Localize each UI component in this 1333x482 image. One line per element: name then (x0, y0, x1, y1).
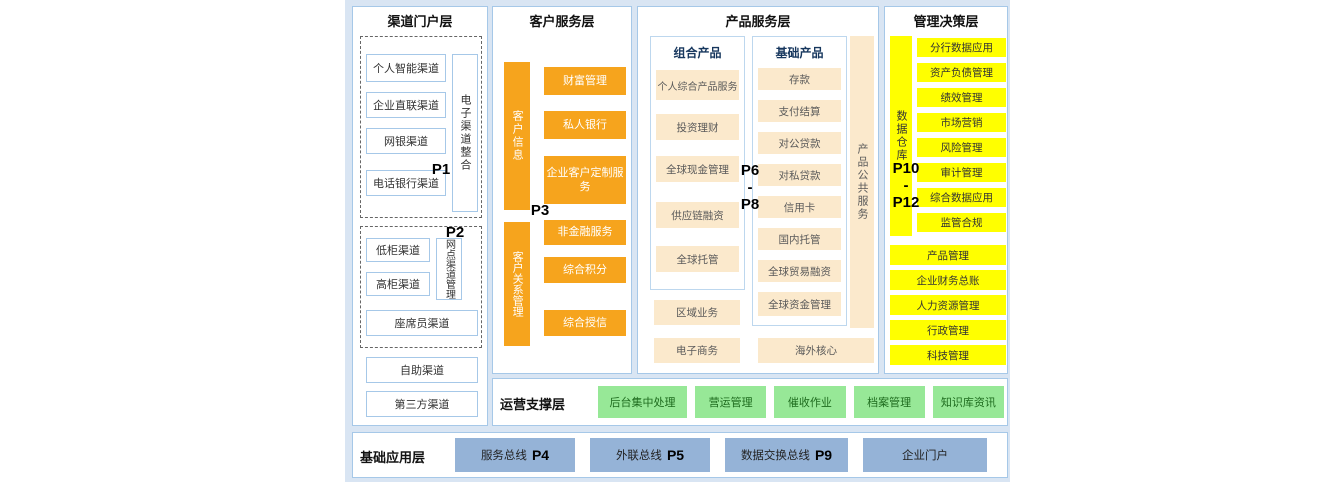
wealth-management-box: 财富管理 (544, 67, 626, 95)
technology-management-box: 科技管理 (890, 345, 1006, 365)
enterprise-portal-box: 企业门户 (863, 438, 987, 472)
external-bus-box: 外联总线 P5 (590, 438, 710, 472)
e-channel-group (360, 36, 482, 218)
management-decision-layer-title: 管理决策层 (913, 14, 979, 29)
p8-label: P8 (740, 196, 760, 213)
non-financial-service-box: 非金融服务 (544, 220, 626, 245)
p9-label: P9 (814, 447, 833, 463)
deposit-box: 存款 (758, 68, 841, 90)
branch-channel-management-box: 网点渠道管理 (436, 238, 462, 300)
supply-chain-finance-box: 供应链融资 (656, 202, 739, 228)
hr-management-box: 人力资源管理 (890, 295, 1006, 315)
branch-data-application-box: 分行数据应用 (917, 38, 1006, 57)
p10-label: P10 (892, 160, 920, 177)
personal-integrated-product-service-box: 个人综合产品服务 (656, 70, 739, 100)
product-common-service-bar: 产品公共服务 (850, 36, 874, 328)
customer-service-layer-title: 客户服务层 (529, 14, 595, 29)
risk-management-box: 风险管理 (917, 138, 1006, 157)
global-custody-box: 全球托管 (656, 246, 739, 272)
corporate-custom-service-box: 企业客户定制服务 (544, 156, 626, 204)
credit-card-box: 信用卡 (758, 196, 841, 218)
e-commerce-box: 电子商务 (654, 338, 740, 363)
branch-channel-group (360, 226, 482, 348)
personal-loan-box: 对私贷款 (758, 164, 841, 186)
telephone-banking-channel-box: 电话银行渠道 (366, 170, 446, 196)
low-counter-channel-box: 低柜渠道 (366, 238, 430, 262)
integrated-points-box: 综合积分 (544, 257, 626, 283)
basic-products-title: 基础产品 (775, 46, 824, 60)
data-exchange-bus-label: 数据交换总线 (740, 450, 810, 462)
knowledge-base-box: 知识库资讯 (932, 386, 1004, 418)
integrated-credit-box: 综合授信 (544, 310, 626, 336)
crm-bar: 客户关系管理 (504, 222, 530, 346)
corporate-direct-channel-box: 企业直联渠道 (366, 92, 446, 118)
operation-support-layer-title: 运营支撑层 (500, 397, 566, 412)
p6-p8-label: P6 - P8 (734, 162, 766, 214)
p10-p12-label: P10 - P12 (886, 160, 926, 212)
data-warehouse-bar: 数据仓库 (890, 36, 912, 236)
back-office-processing-box: 后台集中处理 (598, 386, 688, 418)
regulatory-compliance-box: 监管合规 (917, 213, 1006, 232)
private-banking-box: 私人银行 (544, 111, 626, 139)
p4-label: P4 (531, 447, 550, 463)
p12-label: P12 (892, 194, 920, 211)
p1-label: P1 (431, 161, 451, 178)
performance-management-box: 绩效管理 (917, 88, 1006, 107)
high-counter-channel-box: 高柜渠道 (366, 272, 430, 296)
collection-operation-box: 催收作业 (774, 386, 846, 418)
service-bus-label: 服务总线 (480, 450, 527, 462)
enterprise-portal-label: 企业门户 (902, 450, 948, 462)
marketing-box: 市场营销 (917, 113, 1006, 132)
product-service-layer-title: 产品服务层 (725, 14, 791, 29)
global-trade-finance-box: 全球贸易融资 (758, 260, 841, 282)
data-exchange-bus-box: 数据交换总线 P9 (725, 438, 848, 472)
payment-settlement-box: 支付结算 (758, 100, 841, 122)
global-fund-management-box: 全球资金管理 (758, 292, 841, 316)
self-service-channel-box: 自助渠道 (366, 357, 478, 383)
domestic-custody-box: 国内托管 (758, 228, 841, 250)
customer-info-bar: 客户信息 (504, 62, 530, 210)
corporate-loan-box: 对公贷款 (758, 132, 841, 154)
basic-application-layer-title: 基础应用层 (360, 450, 426, 465)
agent-channel-box: 座席员渠道 (366, 310, 478, 336)
service-bus-box: 服务总线 P4 (455, 438, 575, 472)
audit-management-box: 审计管理 (917, 163, 1006, 182)
p6-p8-separator: - (747, 179, 753, 196)
p3-label: P3 (530, 202, 550, 219)
p6-label: P6 (740, 162, 760, 179)
combo-products-title: 组合产品 (673, 46, 722, 60)
global-cash-management-box: 全球现金管理 (656, 156, 739, 182)
administration-management-box: 行政管理 (890, 320, 1006, 340)
channel-portal-layer-title: 渠道门户层 (387, 14, 453, 29)
archive-management-box: 档案管理 (853, 386, 925, 418)
third-party-channel-box: 第三方渠道 (366, 391, 478, 417)
operation-management-box: 营运管理 (695, 386, 767, 418)
p5-label: P5 (666, 447, 685, 463)
integrated-data-application-box: 综合数据应用 (917, 188, 1006, 207)
overseas-core-box: 海外核心 (758, 338, 874, 363)
investment-finance-box: 投资理财 (656, 114, 739, 140)
personal-smart-channel-box: 个人智能渠道 (366, 54, 446, 82)
asset-liability-management-box: 资产负债管理 (917, 63, 1006, 82)
e-channel-integration-box: 电子渠道整合 (452, 54, 478, 212)
online-banking-channel-box: 网银渠道 (366, 128, 446, 154)
external-bus-label: 外联总线 (615, 450, 662, 462)
regional-business-box: 区域业务 (654, 300, 740, 325)
operation-boxes-row: 后台集中处理 营运管理 催收作业 档案管理 知识库资讯 (598, 386, 1004, 418)
p2-label: P2 (445, 224, 465, 241)
product-management-box: 产品管理 (890, 245, 1006, 265)
corporate-general-ledger-box: 企业财务总账 (890, 270, 1006, 290)
p10-p12-separator: - (903, 177, 909, 194)
